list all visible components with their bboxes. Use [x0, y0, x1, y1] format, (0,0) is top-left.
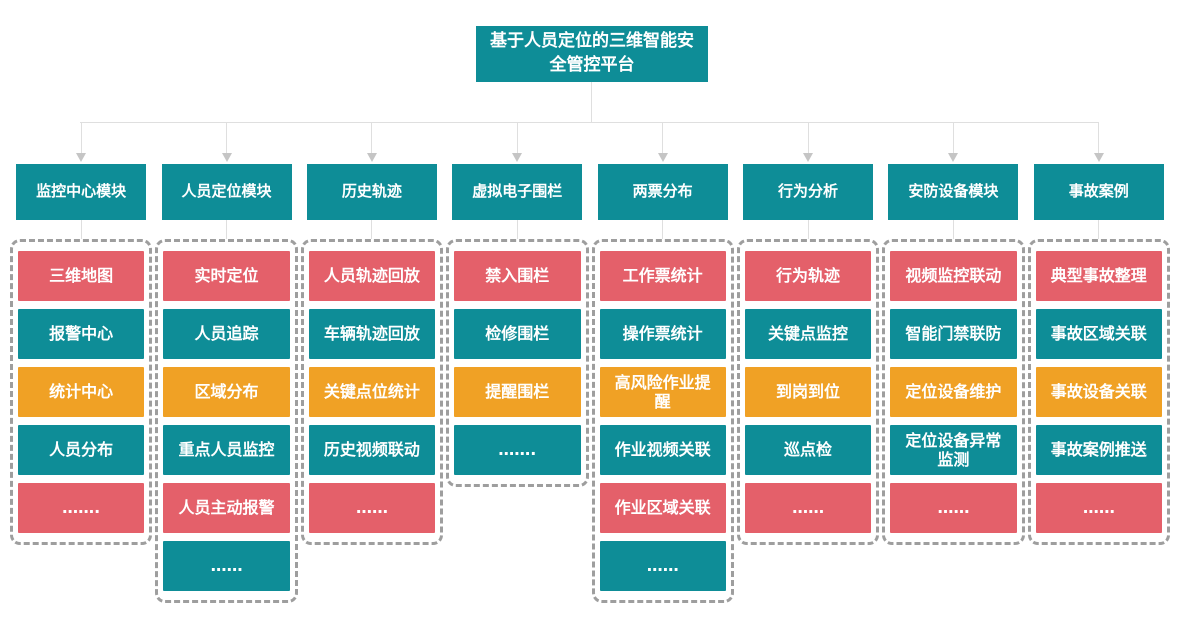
feature-item: 定位设备异常监测 [890, 425, 1017, 475]
feature-group: 工作票统计 操作票统计 高风险作业提醒 作业视频关联 作业区域关联 …… [591, 239, 734, 603]
horizontal-connector-line [80, 122, 1099, 123]
connector-line [226, 220, 228, 239]
feature-item: 重点人员监控 [163, 425, 290, 475]
feature-item: 关键点位统计 [308, 367, 436, 417]
column-history-trajectory: 历史轨迹 人员轨迹回放 车辆轨迹回放 关键点位统计 历史视频联动 …… [300, 122, 444, 603]
feature-item: 禁入围栏 [454, 251, 581, 301]
module-header-security-equipment: 安防设备模块 [888, 164, 1019, 220]
module-header-history-trajectory: 历史轨迹 [306, 164, 437, 220]
module-header-two-tickets: 两票分布 [597, 164, 728, 220]
arrow-down-icon [221, 153, 232, 162]
feature-item: 定位设备维护 [890, 367, 1017, 417]
feature-item: 典型事故整理 [1035, 251, 1162, 301]
column-two-tickets: 两票分布 工作票统计 操作票统计 高风险作业提醒 作业视频关联 作业区域关联 …… [591, 122, 734, 603]
feature-item: 到岗到位 [744, 367, 872, 417]
feature-item: 行为轨迹 [744, 251, 872, 301]
arrow-down-icon [76, 153, 87, 162]
feature-group: 行为轨迹 关键点监控 到岗到位 巡点检 …… [736, 239, 880, 545]
feature-group: 视频监控联动 智能门禁联防 定位设备维护 定位设备异常监测 …… [882, 239, 1025, 545]
connector-line [371, 220, 373, 239]
feature-item: 车辆轨迹回放 [308, 309, 436, 359]
feature-item: 作业视频关联 [599, 425, 726, 475]
module-columns: 监控中心模块 三维地图 报警中心 统计中心 人员分布 ……. 人员定位模块 实时… [10, 122, 1170, 603]
feature-item: 事故设备关联 [1035, 367, 1162, 417]
feature-item: 提醒围栏 [454, 367, 581, 417]
arrow-down-icon [512, 153, 523, 162]
feature-item: 报警中心 [18, 309, 145, 359]
feature-group: 实时定位 人员追踪 区域分布 重点人员监控 人员主动报警 …… [155, 239, 298, 603]
feature-item: 巡点检 [744, 425, 872, 475]
feature-item: …… [744, 483, 872, 533]
feature-item: 历史视频联动 [308, 425, 436, 475]
connector-line [516, 220, 518, 239]
connector-line [662, 220, 664, 239]
feature-item: …… [1035, 483, 1162, 533]
feature-group: 禁入围栏 检修围栏 提醒围栏 ……. [446, 239, 589, 487]
connector-line [516, 122, 518, 153]
feature-item: 操作票统计 [599, 309, 726, 359]
module-header-personnel-positioning: 人员定位模块 [161, 164, 292, 220]
feature-item: 区域分布 [163, 367, 290, 417]
feature-item: 人员主动报警 [163, 483, 290, 533]
column-virtual-fence: 虚拟电子围栏 禁入围栏 检修围栏 提醒围栏 ……. [446, 122, 589, 603]
feature-item: 人员分布 [18, 425, 145, 475]
connector-line [952, 220, 954, 239]
module-header-behavior-analysis: 行为分析 [743, 164, 874, 220]
feature-item: 智能门禁联防 [890, 309, 1017, 359]
feature-group: 人员轨迹回放 车辆轨迹回放 关键点位统计 历史视频联动 …… [300, 239, 444, 545]
column-monitoring-center: 监控中心模块 三维地图 报警中心 统计中心 人员分布 ……. [10, 122, 153, 603]
feature-group: 典型事故整理 事故区域关联 事故设备关联 事故案例推送 …… [1027, 239, 1170, 545]
column-accident-cases: 事故案例 典型事故整理 事故区域关联 事故设备关联 事故案例推送 …… [1027, 122, 1170, 603]
connector-line [371, 122, 373, 153]
feature-item: …… [599, 541, 726, 591]
column-behavior-analysis: 行为分析 行为轨迹 关键点监控 到岗到位 巡点检 …… [736, 122, 880, 603]
arrow-down-icon [803, 153, 814, 162]
feature-item: 事故区域关联 [1035, 309, 1162, 359]
feature-item: …… [890, 483, 1017, 533]
connector-line [80, 122, 82, 153]
arrow-down-icon [1093, 153, 1104, 162]
feature-item: 人员轨迹回放 [308, 251, 436, 301]
connector-line [662, 122, 664, 153]
module-header-virtual-fence: 虚拟电子围栏 [452, 164, 583, 220]
feature-item: 视频监控联动 [890, 251, 1017, 301]
feature-item: 事故案例推送 [1035, 425, 1162, 475]
feature-item: ……. [454, 425, 581, 475]
root-connector-line [591, 82, 592, 122]
feature-item: 人员追踪 [163, 309, 290, 359]
feature-item: …… [308, 483, 436, 533]
arrow-down-icon [948, 153, 959, 162]
module-header-monitoring-center: 监控中心模块 [16, 164, 147, 220]
connector-line [1098, 220, 1100, 239]
feature-group: 三维地图 报警中心 统计中心 人员分布 ……. [10, 239, 153, 545]
feature-item: 关键点监控 [744, 309, 872, 359]
feature-item: 作业区域关联 [599, 483, 726, 533]
arrow-down-icon [657, 153, 668, 162]
feature-item: ……. [18, 483, 145, 533]
feature-item: …… [163, 541, 290, 591]
arrow-down-icon [366, 153, 377, 162]
connector-line [80, 220, 82, 239]
connector-line [226, 122, 228, 153]
column-security-equipment: 安防设备模块 视频监控联动 智能门禁联防 定位设备维护 定位设备异常监测 …… [882, 122, 1025, 603]
connector-line [807, 220, 809, 239]
connector-line [1098, 122, 1100, 153]
connector-line [807, 122, 809, 153]
feature-item: 三维地图 [18, 251, 145, 301]
connector-line [952, 122, 954, 153]
root-node: 基于人员定位的三维智能安全管控平台 [476, 26, 708, 82]
feature-item: 实时定位 [163, 251, 290, 301]
column-personnel-positioning: 人员定位模块 实时定位 人员追踪 区域分布 重点人员监控 人员主动报警 …… [155, 122, 298, 603]
feature-item: 检修围栏 [454, 309, 581, 359]
feature-item: 高风险作业提醒 [599, 367, 726, 417]
feature-item: 统计中心 [18, 367, 145, 417]
feature-item: 工作票统计 [599, 251, 726, 301]
module-header-accident-cases: 事故案例 [1033, 164, 1164, 220]
